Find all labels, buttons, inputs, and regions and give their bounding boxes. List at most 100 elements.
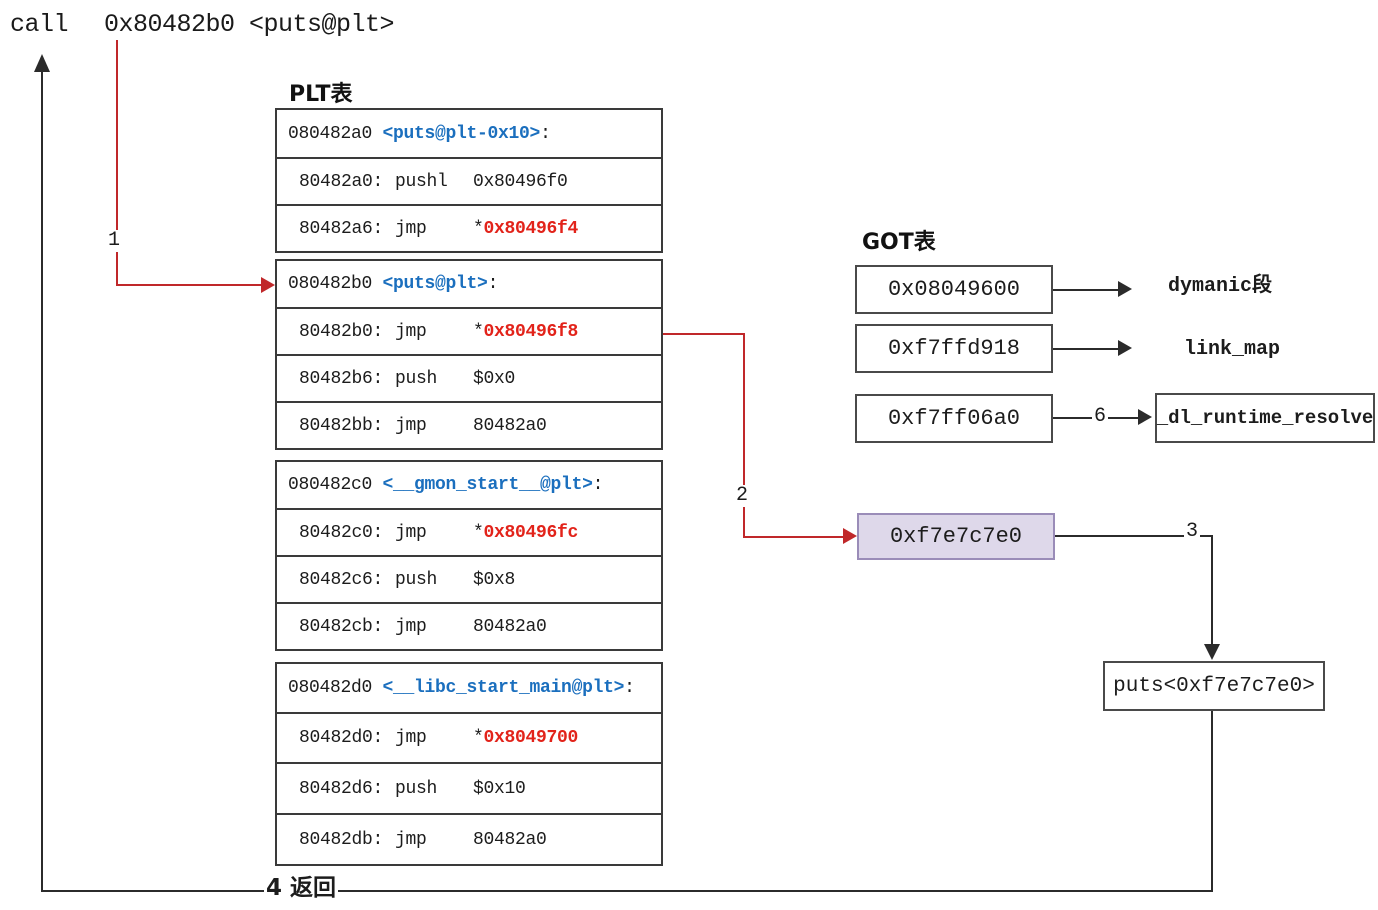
colon: : [487, 274, 499, 294]
got-arrowhead-linkmap [1118, 340, 1132, 356]
plt-row-code: 80482cb: jmp 80482a0 [277, 602, 661, 649]
plt-row-code: 80482d6: push $0x10 [277, 762, 661, 813]
resolved-address: 0xf7e7c7e0 [889, 524, 1023, 549]
step1-label: 1 [106, 229, 123, 252]
link-map-label: link_map [1184, 338, 1281, 361]
puts-function-label: puts<0xf7e7c7e0> [1113, 674, 1315, 698]
plt-mnemonic: jmp [395, 616, 427, 637]
return-line-vertical [41, 58, 43, 892]
plt-table-label: PLT表 [289, 82, 353, 107]
plt-addr: 080482c0 [288, 475, 373, 495]
indirect-star: * [473, 218, 484, 239]
plt-addr: 080482d0 [288, 678, 373, 698]
plt-operand-got-slot: 0x80496f8 [483, 321, 579, 342]
plt-addr: 80482d6: [299, 778, 384, 799]
plt-row-code: 80482b0: jmp *0x80496f8 [277, 307, 661, 354]
plt-operand: $0x0 [473, 368, 516, 389]
got-value: 0xf7ffd918 [887, 336, 1021, 361]
indirect-star: * [473, 522, 484, 543]
colon: : [540, 123, 551, 144]
got-arrow-line-linkmap [1053, 348, 1119, 350]
plt-symbol: <puts@plt> [382, 274, 488, 294]
return-line-from-puts [1211, 711, 1213, 892]
plt-addr: 80482b6: [299, 368, 384, 389]
got-entry-resolver: 0xf7ff06a0 [855, 394, 1053, 443]
got-entry-dynamic: 0x08049600 [855, 265, 1053, 314]
plt-row-code: 80482d0:jmp*0x8049700 [277, 712, 661, 762]
return-line-horizontal [41, 890, 1213, 892]
step1-line-vertical [116, 40, 118, 285]
step2-line-horizontal-top [663, 333, 745, 335]
plt-addr: 80482a0: [299, 171, 384, 192]
up-arrowhead [34, 54, 50, 72]
step3-line-vertical [1211, 535, 1213, 650]
plt-mnemonic: push [395, 368, 438, 389]
plt-addr: 80482bb: [299, 415, 384, 436]
plt-addr: 80482b0: [299, 321, 384, 342]
dl-runtime-resolve-label: _dl_runtime_resolve [1156, 407, 1374, 429]
plt-mnemonic: push [395, 569, 438, 590]
plt-addr: 80482d0: [299, 728, 384, 748]
step4-return-label: 4 返回 [264, 875, 339, 901]
step2-arrowhead [843, 528, 857, 544]
plt-mnemonic: push [395, 778, 438, 799]
plt-addr: 080482b0 [288, 274, 373, 294]
plt-group-1: 080482b0 <puts@plt>: 80482b0: jmp *0x80496… [275, 259, 663, 450]
plt-group-3: 080482d0 <__libc_start_main@plt>: 80482d… [275, 662, 663, 866]
got-entry-linkmap: 0xf7ffd918 [855, 324, 1053, 373]
got-value: 0x08049600 [887, 277, 1021, 302]
indirect-star: * [473, 728, 484, 748]
dynamic-segment-label: dymanic段 [1168, 275, 1273, 298]
plt-row-code: 80482c0: jmp *0x80496fc [277, 508, 661, 555]
step3-arrowhead [1204, 644, 1220, 660]
step2-label: 2 [734, 484, 751, 507]
got-arrow-line-dynamic [1053, 289, 1119, 291]
plt-operand: 0x80496f0 [473, 171, 568, 192]
plt-operand: 80482a0 [473, 616, 547, 637]
plt-mnemonic: jmp [395, 415, 427, 436]
plt-addr: 080482a0 [288, 123, 373, 144]
plt-operand: $0x10 [473, 778, 526, 799]
plt-addr: 80482db: [299, 829, 384, 850]
plt-row-code: 80482c6: push $0x8 [277, 555, 661, 602]
plt-addr: 80482cb: [299, 616, 384, 637]
puts-function-box: puts<0xf7e7c7e0> [1103, 661, 1325, 711]
plt-row-code: 80482a6:jmp*0x80496f4 [277, 204, 661, 251]
plt-group-2: 080482c0 <__gmon_start__@plt>: 80482c0: j… [275, 460, 663, 651]
colon: : [592, 475, 604, 495]
step6-label: 6 [1092, 405, 1109, 428]
plt-row-header: 080482c0 <__gmon_start__@plt>: [277, 462, 661, 508]
step3-label: 3 [1184, 520, 1201, 543]
plt-row-header: 080482a0 <puts@plt-0x10>: [277, 110, 661, 157]
plt-addr: 80482c6: [299, 569, 384, 590]
colon: : [624, 678, 635, 698]
got-table-label: GOT表 [862, 230, 936, 255]
plt-mnemonic: pushl [395, 171, 448, 192]
plt-row-code: 80482a0: pushl 0x80496f0 [277, 157, 661, 204]
step1-line-horizontal [116, 284, 262, 286]
plt-mnemonic: jmp [395, 321, 427, 342]
step2-line-horizontal-bottom [743, 536, 846, 538]
plt-symbol: <puts@plt-0x10> [382, 123, 541, 144]
plt-operand: 80482a0 [473, 415, 547, 436]
plt-operand: 80482a0 [473, 829, 547, 850]
plt-mnemonic: jmp [395, 728, 427, 748]
plt-group-0: 080482a0 <puts@plt-0x10>: 80482a0: pushl 0… [275, 108, 663, 253]
plt-symbol: <__gmon_start__@plt> [382, 475, 593, 495]
got-value: 0xf7ff06a0 [887, 406, 1021, 431]
indirect-star: * [473, 321, 484, 342]
step3-line-horizontal [1055, 535, 1213, 537]
plt-row-code: 80482b6: push $0x0 [277, 354, 661, 401]
plt-operand: $0x8 [473, 569, 516, 590]
plt-addr: 80482c0: [299, 522, 384, 543]
plt-operand-got-slot: 0x80496fc [483, 522, 579, 543]
dl-runtime-resolve-box: _dl_runtime_resolve [1155, 393, 1375, 443]
resolved-got-cell: 0xf7e7c7e0 [857, 513, 1055, 560]
plt-mnemonic: jmp [395, 522, 427, 543]
call-operand: 0x80482b0 <puts@plt> [104, 10, 395, 39]
plt-addr: 80482a6: [299, 218, 384, 239]
got-arrowhead-dynamic [1118, 281, 1132, 297]
plt-operand-got-slot: 0x80496f4 [483, 218, 579, 239]
